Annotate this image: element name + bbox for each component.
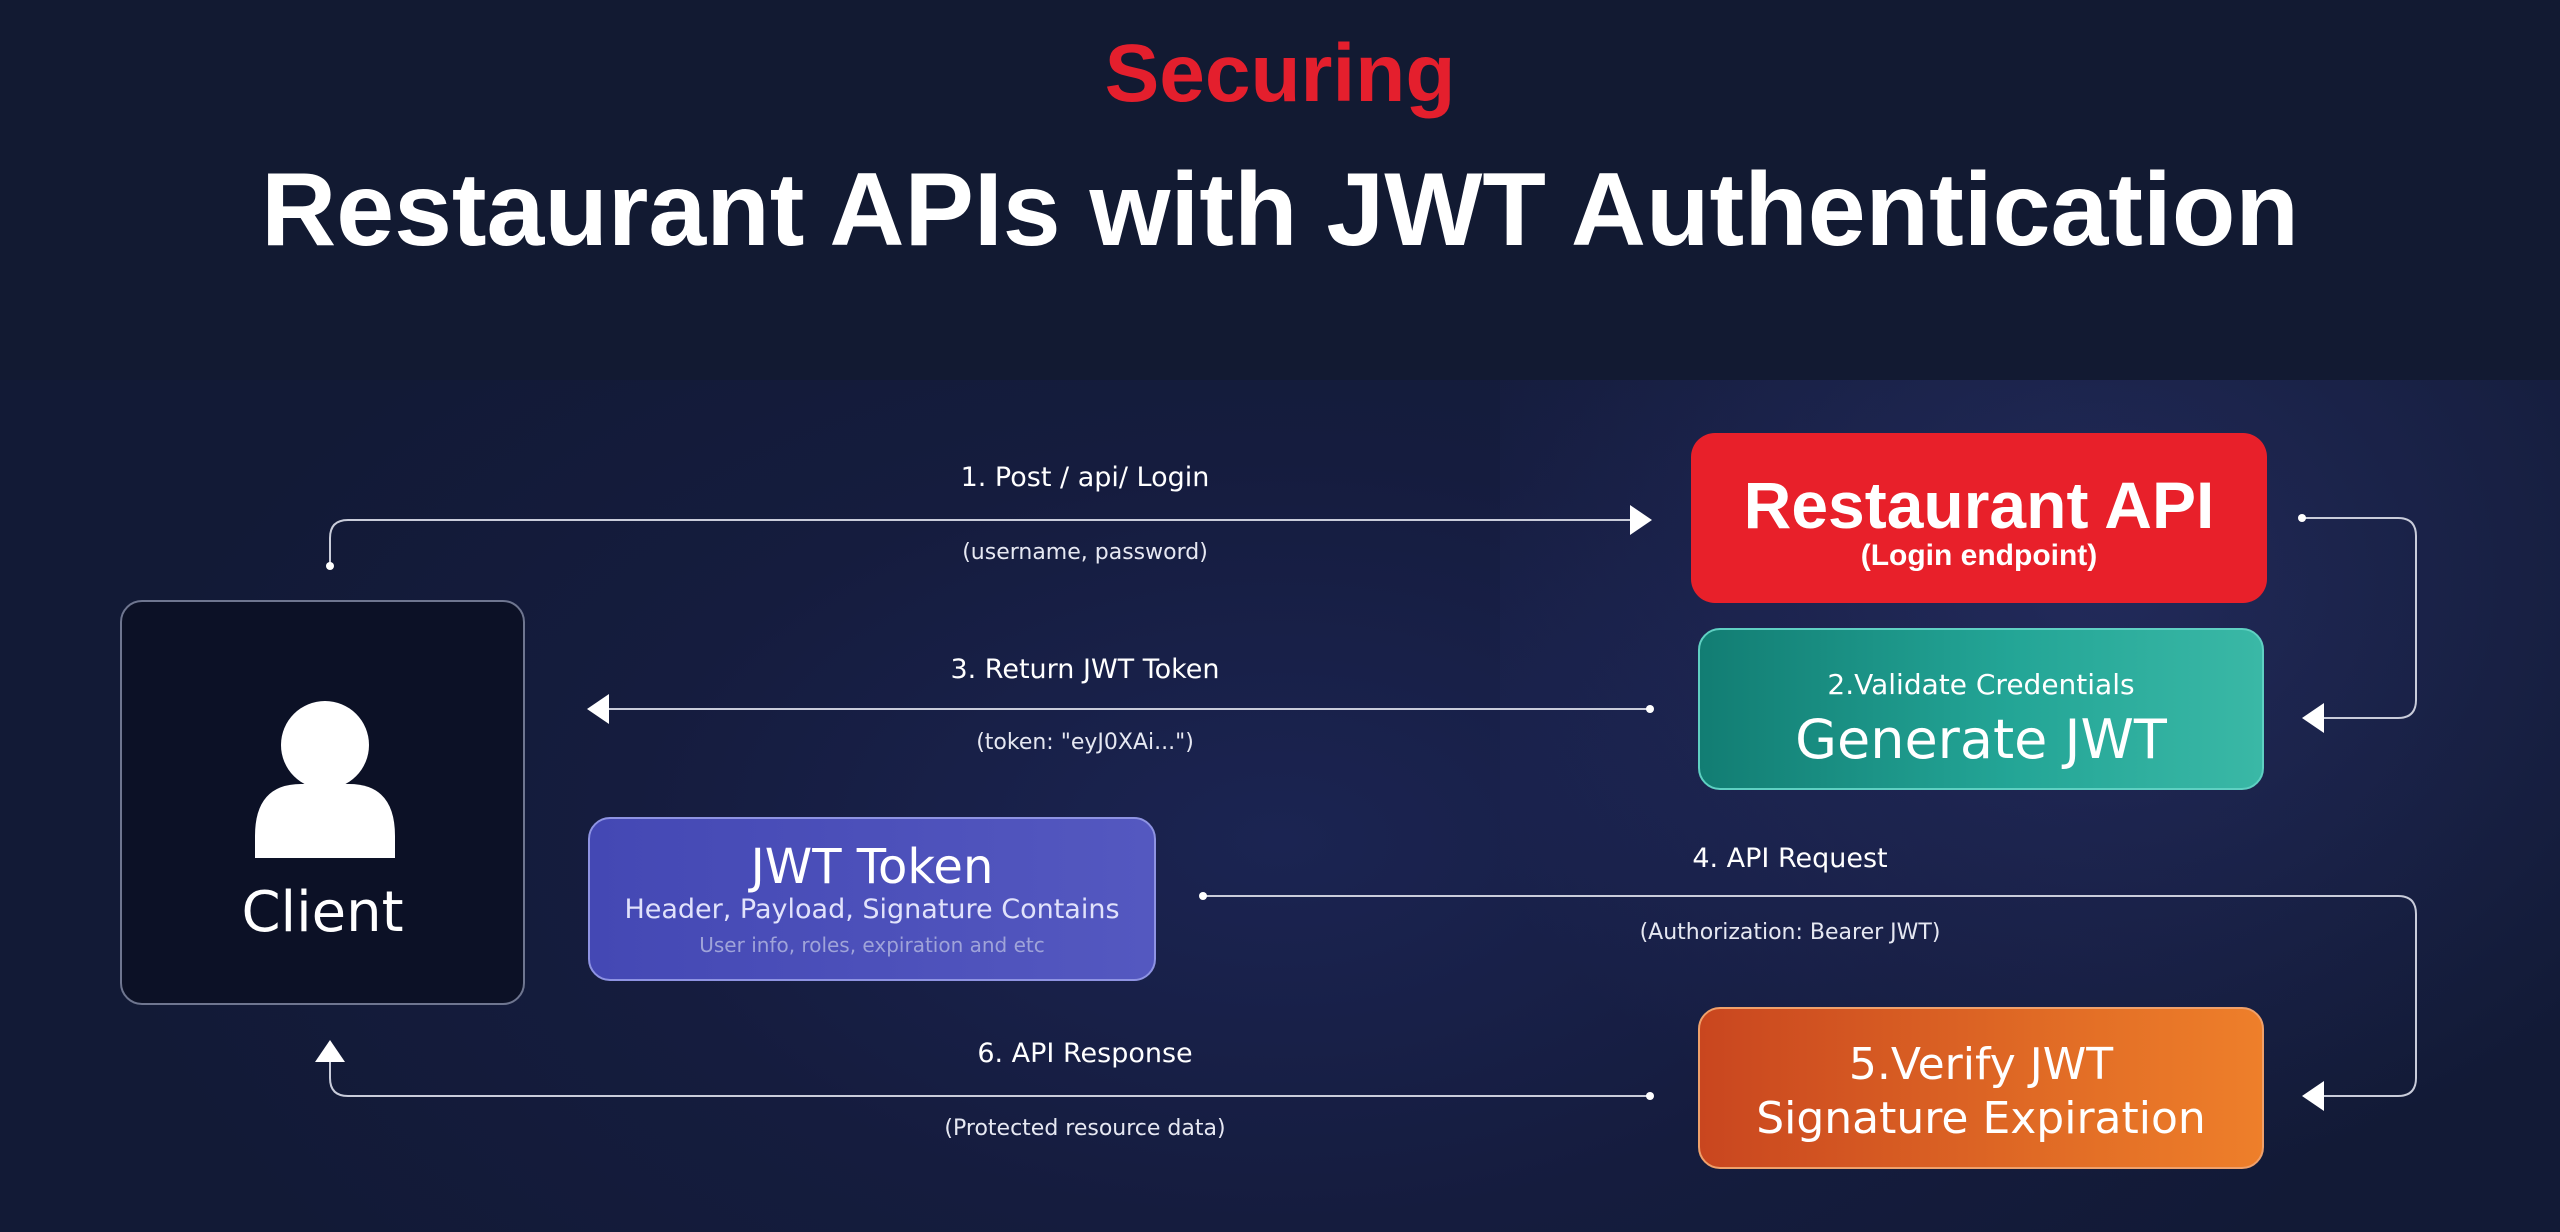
return-start-dot bbox=[1646, 705, 1654, 713]
client-label: Client bbox=[241, 880, 404, 945]
api-request-arrow-line bbox=[1203, 895, 2417, 1097]
api-response-arrow-line bbox=[329, 1060, 1650, 1097]
client-box: Client bbox=[120, 600, 525, 1005]
request-start-dot bbox=[1199, 892, 1207, 900]
user-icon bbox=[255, 701, 395, 858]
login-start-dot bbox=[326, 562, 334, 570]
api-response-label: 6. API Response bbox=[977, 1038, 1193, 1069]
verify-jwt-box: 5.Verify JWT Signature Expiration bbox=[1698, 1007, 2264, 1169]
restaurant-api-note: (Login endpoint) bbox=[1860, 539, 2098, 572]
verify-jwt-line1: 5.Verify JWT bbox=[1848, 1039, 2114, 1090]
restaurant-api-title: Restaurant API bbox=[1743, 468, 2215, 542]
jwt-token-title: JWT Token bbox=[750, 839, 994, 895]
return-token-sub: (token: "eyJ0XAi...") bbox=[976, 730, 1194, 755]
login-step-label: 1. Post / api/ Login bbox=[960, 462, 1210, 493]
return-arrowhead bbox=[587, 694, 609, 724]
response-start-dot bbox=[1646, 1092, 1654, 1100]
restaurant-api-box: Restaurant API (Login endpoint) bbox=[1691, 433, 2267, 603]
login-arrowhead bbox=[1630, 505, 1652, 535]
header: Securing Restaurant APIs with JWT Authen… bbox=[0, 0, 2560, 380]
page-title: Restaurant APIs with JWT Authentication bbox=[261, 152, 2299, 268]
api-request-label: 4. API Request bbox=[1692, 843, 1888, 874]
api-request-sub: (Authorization: Bearer JWT) bbox=[1639, 920, 1941, 945]
generate-jwt-box: 2.Validate Credentials Generate JWT bbox=[1698, 628, 2264, 790]
jwt-token-box: JWT Token Header, Payload, Signature Con… bbox=[588, 817, 1156, 981]
validate-arrowhead bbox=[2302, 703, 2324, 733]
verify-jwt-line2: Signature Expiration bbox=[1756, 1093, 2206, 1144]
jwt-token-line1: Header, Payload, Signature Contains bbox=[624, 894, 1120, 925]
api-start-dot bbox=[2298, 514, 2306, 522]
generate-jwt-title: Generate JWT bbox=[1795, 708, 2167, 771]
request-arrowhead bbox=[2302, 1081, 2324, 1111]
response-arrowhead bbox=[315, 1040, 345, 1062]
login-step-sub: (username, password) bbox=[962, 540, 1208, 565]
page-kicker: Securing bbox=[1104, 28, 1456, 119]
return-token-label: 3. Return JWT Token bbox=[950, 654, 1220, 685]
login-arrow-line bbox=[329, 519, 1640, 566]
generate-jwt-step: 2.Validate Credentials bbox=[1827, 668, 2135, 701]
api-response-sub: (Protected resource data) bbox=[944, 1116, 1226, 1141]
validate-arrow-line bbox=[2302, 517, 2417, 719]
jwt-token-line2: User info, roles, expiration and etc bbox=[699, 933, 1045, 957]
